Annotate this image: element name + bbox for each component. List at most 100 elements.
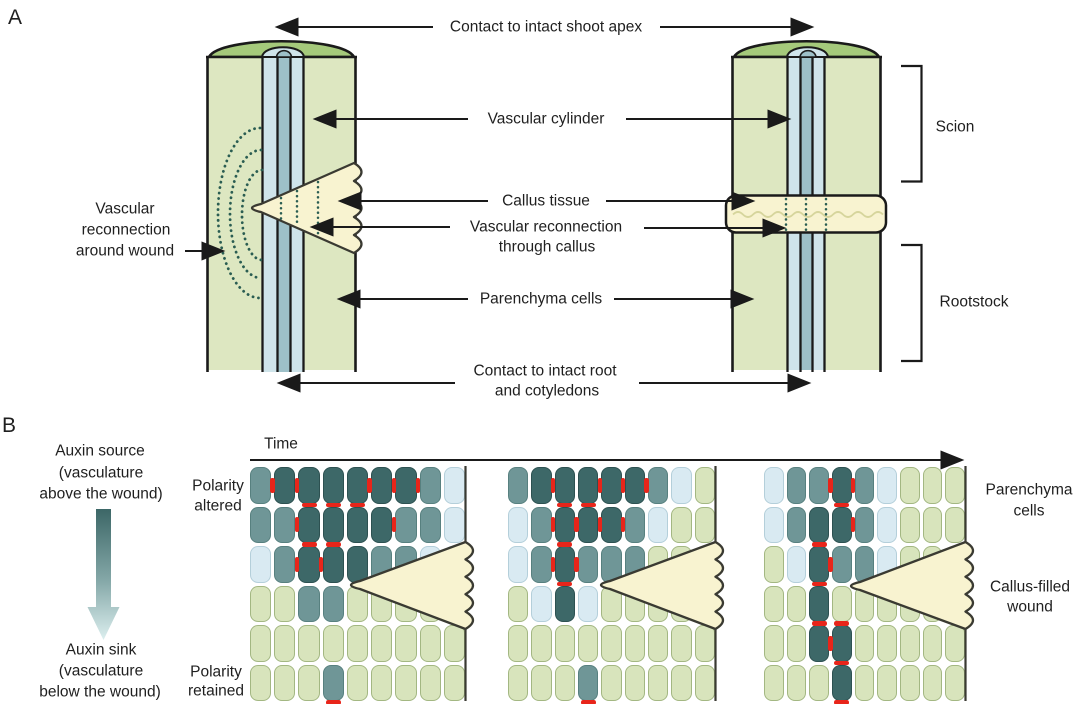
parenchyma-cell [419, 467, 441, 504]
polarity-mark [550, 477, 556, 493]
parenchyma-cell [531, 546, 552, 583]
parenchyma-cell [764, 585, 784, 622]
auxin-gradient-arrow [87, 509, 120, 640]
cell-grid-3 [764, 467, 965, 704]
parenchyma-cell [786, 506, 807, 543]
parenchyma-cell [322, 506, 344, 543]
label-contact-root-2: and cotyledons [494, 382, 600, 400]
polarity-mark [294, 556, 300, 572]
parenchyma-cell [346, 664, 369, 701]
parenchyma-cell [809, 506, 829, 543]
parenchyma-cell [419, 625, 441, 662]
parenchyma-cell [322, 625, 344, 662]
parenchyma-cell [554, 585, 575, 622]
parenchyma-cell [832, 467, 852, 504]
polarity-mark [557, 502, 573, 508]
label-time: Time [264, 435, 298, 453]
parenchyma-cell [945, 506, 965, 543]
parenchyma-cell [554, 664, 575, 701]
parenchyma-cell [624, 506, 645, 543]
polarity-mark [325, 502, 341, 508]
label-around-wound-1: Vascular [95, 200, 155, 218]
polarity-mark [811, 581, 827, 587]
polarity-mark [294, 477, 300, 493]
parenchyma-cell [322, 467, 344, 504]
parenchyma-cell [809, 664, 829, 701]
parenchyma-cell [531, 467, 552, 504]
polarity-mark [834, 660, 850, 666]
polarity-mark [270, 477, 275, 493]
parenchyma-cell [671, 546, 692, 583]
parenchyma-cell [531, 625, 552, 662]
parenchyma-cell [274, 467, 296, 504]
parenchyma-cell [322, 664, 344, 701]
polarity-mark [834, 502, 850, 508]
polarity-mark [620, 477, 626, 493]
parenchyma-cell [578, 506, 599, 543]
label-vascular-reconnection-1: Vascular reconnection [469, 218, 623, 236]
scion-bracket [901, 64, 923, 183]
polarity-mark [325, 542, 341, 547]
polarity-mark [597, 517, 603, 533]
parenchyma-cell [854, 664, 875, 701]
label-vascular-cylinder: Vascular cylinder [487, 110, 605, 128]
label-parenchyma-cells-b-1: Parenchyma [985, 481, 1073, 499]
parenchyma-cell [322, 546, 344, 583]
vascular-reconnection-arcs [216, 126, 264, 300]
parenchyma-cell [371, 506, 393, 543]
parenchyma-cell [922, 625, 943, 662]
parenchyma-cell [764, 625, 784, 662]
parenchyma-cell [274, 506, 296, 543]
polarity-mark [557, 581, 573, 587]
parenchyma-cell [531, 585, 552, 622]
parenchyma-cell [877, 585, 897, 622]
parenchyma-cell [900, 585, 920, 622]
parenchyma-cell [371, 585, 393, 622]
label-auxin-source-2: (vasculature [58, 464, 144, 482]
polarity-mark [301, 502, 317, 508]
parenchyma-cell [922, 664, 943, 701]
parenchyma-cell [922, 467, 943, 504]
parenchyma-cell [531, 506, 552, 543]
parenchyma-cell [250, 585, 272, 622]
parenchyma-cell [250, 546, 272, 583]
parenchyma-cell [371, 625, 393, 662]
callus-wedge-a [250, 161, 363, 255]
parenchyma-cell [554, 625, 575, 662]
polarity-mark [574, 556, 579, 572]
parenchyma-cell [443, 625, 465, 662]
parenchyma-cell [786, 585, 807, 622]
label-polarity-retained-2: retained [187, 682, 245, 700]
parenchyma-cell [764, 506, 784, 543]
parenchyma-cell [395, 625, 417, 662]
label-contact-root-1: Contact to intact root [473, 362, 617, 380]
parenchyma-cell [648, 585, 669, 622]
label-auxin-sink-2: (vasculature [58, 662, 144, 680]
parenchyma-cell [419, 664, 441, 701]
parenchyma-cell [395, 664, 417, 701]
parenchyma-cell [419, 585, 441, 622]
parenchyma-cell [624, 625, 645, 662]
parenchyma-cell [395, 585, 417, 622]
vascular-cylinder-shape [787, 57, 825, 196]
parenchyma-cell [298, 506, 320, 543]
parenchyma-cell [298, 664, 320, 701]
parenchyma-cell [274, 664, 296, 701]
label-rootstock: Rootstock [939, 293, 1009, 311]
wounded-stem-diagram [206, 39, 357, 372]
rootstock-bracket [901, 243, 923, 363]
parenchyma-cell [764, 546, 784, 583]
panel-a-letter: A [8, 6, 23, 29]
parenchyma-cell [624, 467, 645, 504]
label-auxin-sink-1: Auxin sink [65, 641, 137, 659]
parenchyma-cell [298, 625, 320, 662]
parenchyma-cell [578, 585, 599, 622]
parenchyma-cell [900, 467, 920, 504]
polarity-mark [350, 502, 365, 508]
callus-band [724, 194, 888, 234]
polarity-mark [834, 621, 850, 626]
grafted-stem-diagram [724, 39, 888, 372]
parenchyma-cell [508, 664, 529, 701]
parenchyma-cell [601, 625, 622, 662]
polarity-mark [811, 542, 827, 547]
